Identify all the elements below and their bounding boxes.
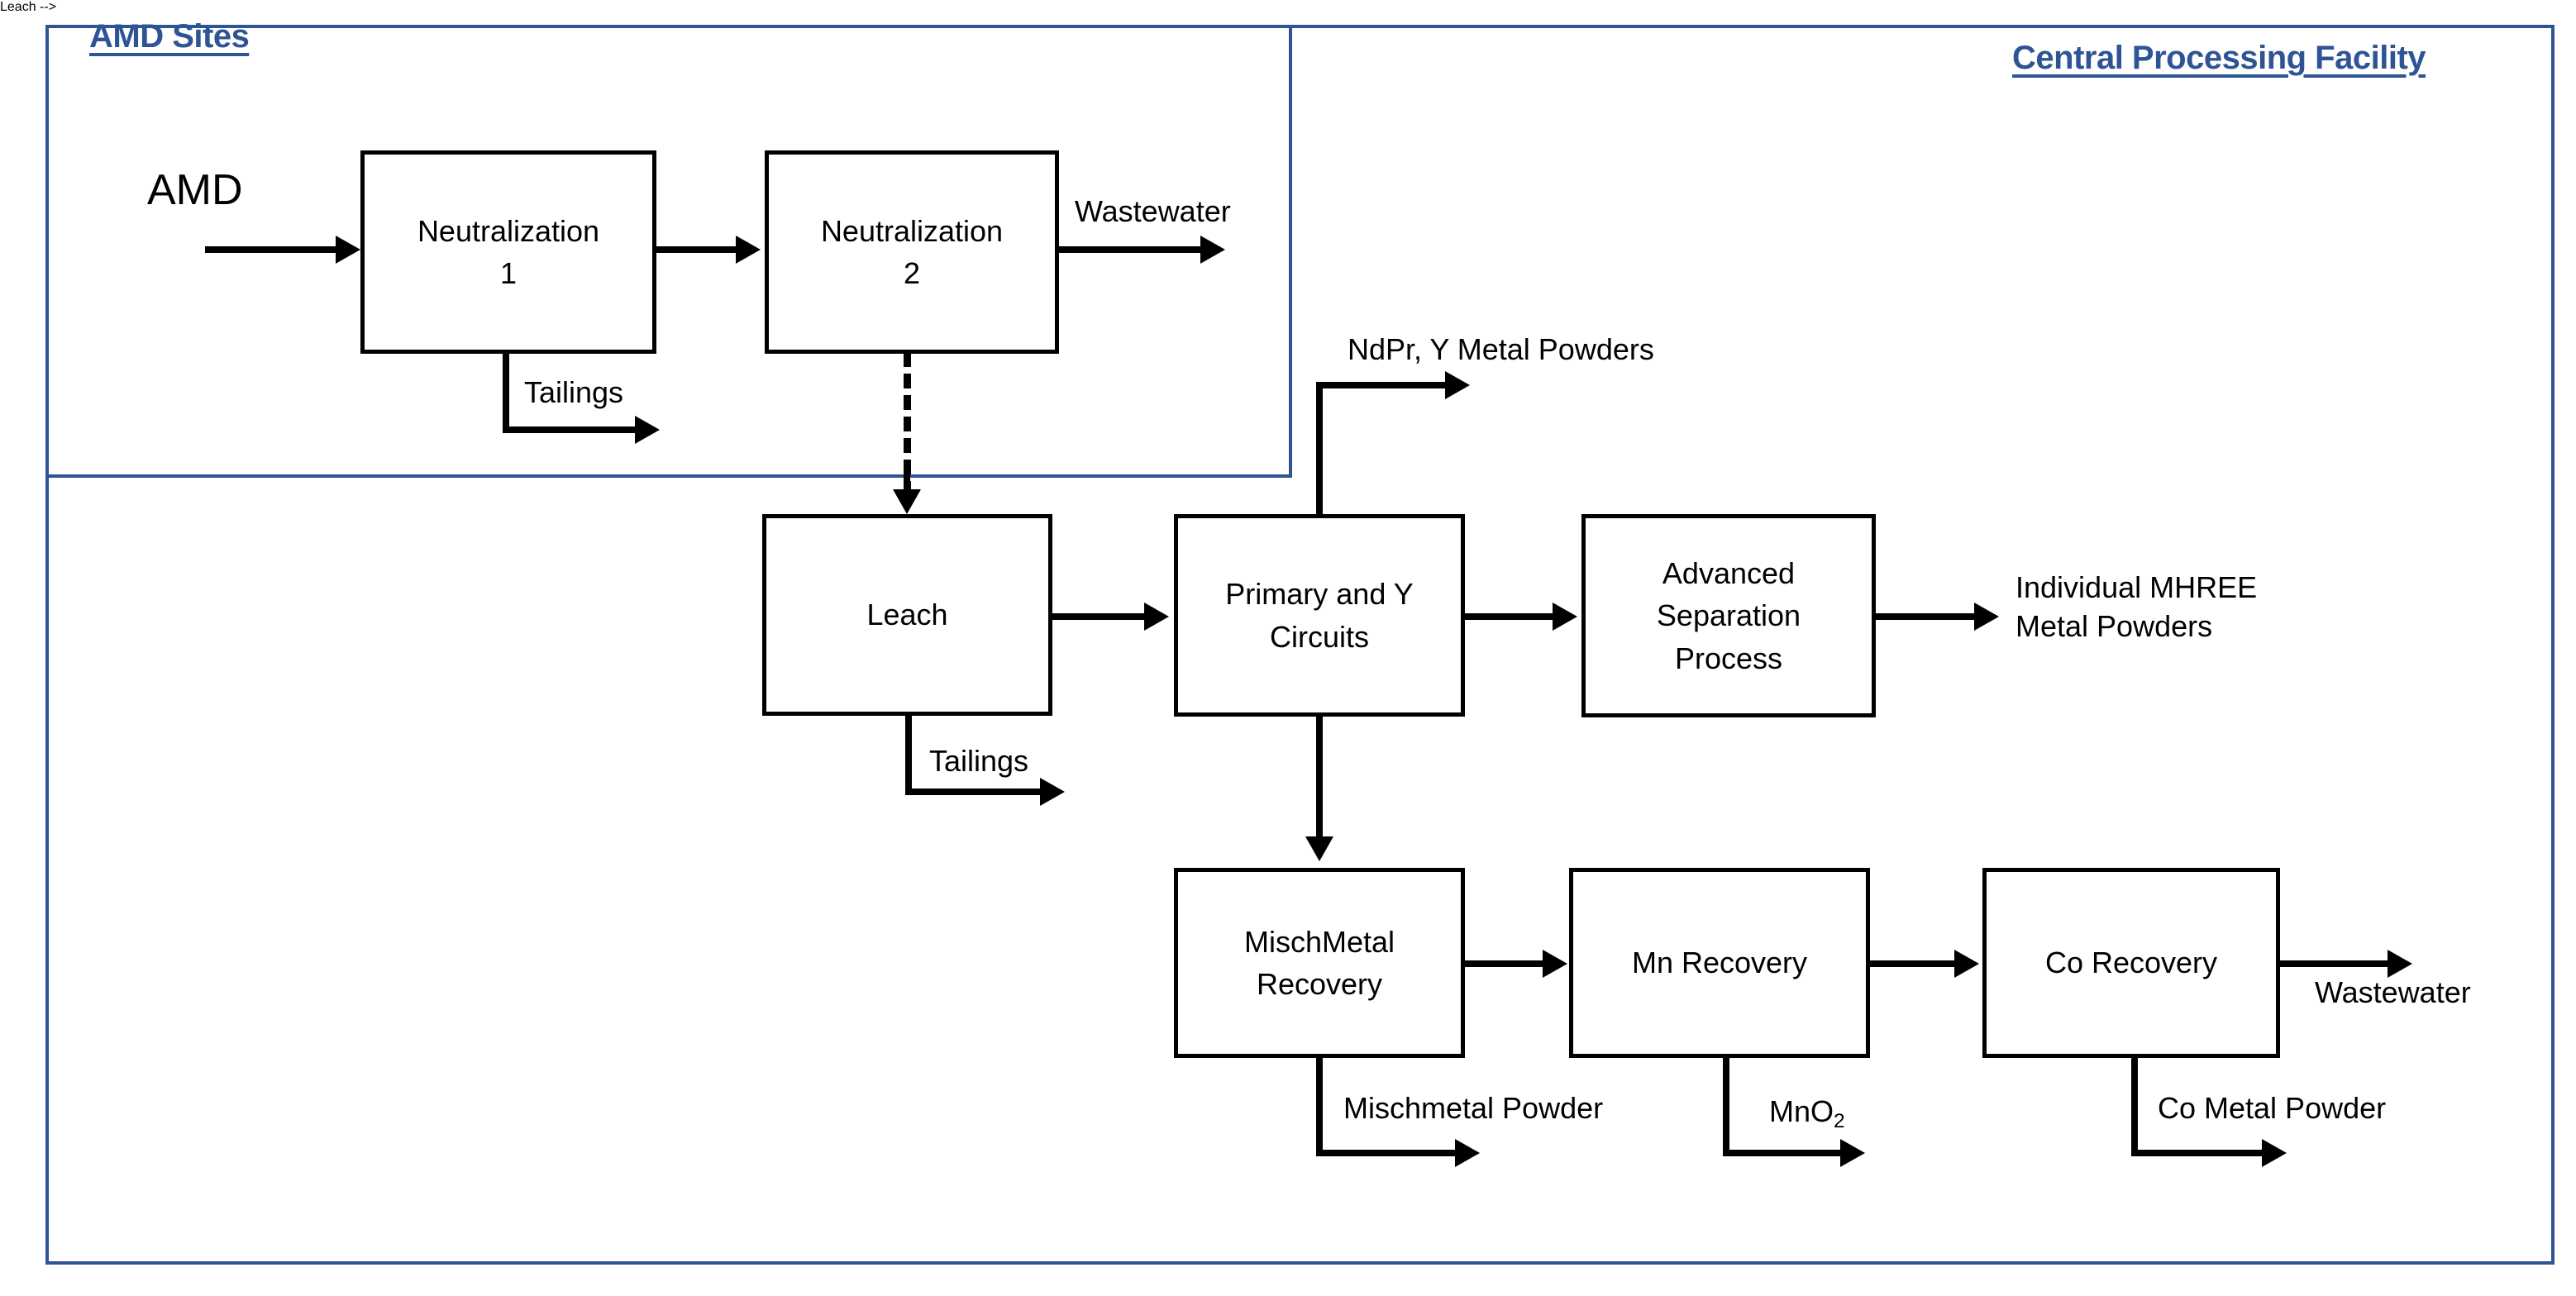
- zone-amd-sites: [45, 25, 1292, 478]
- zone-title-amd-sites: AMD Sites: [89, 18, 250, 55]
- connector-leach-tailings-horizontal: [905, 789, 1044, 795]
- connector-co-metal-powder-vertical: [2131, 1055, 2138, 1156]
- arrowhead-leach-tailings: [1040, 778, 1065, 806]
- connector-neutralization1-tailings-horizontal: [503, 426, 639, 433]
- connector-leach-to-primary-y-circuits: [1051, 613, 1147, 620]
- process-box-label: Mn Recovery: [1631, 946, 1808, 980]
- connector-primary-y-ndpr-horizontal: [1316, 382, 1448, 388]
- zone-central-processing-facility: [45, 25, 2555, 1265]
- connector-mischmetal-powder-vertical: [1316, 1055, 1323, 1156]
- process-box-label: Leach: [866, 598, 948, 632]
- arrowhead-amd-to-neutralization1: [336, 236, 360, 264]
- stream-label-mno2-subscript: 2: [1834, 1109, 1845, 1132]
- stream-label-wastewater-neutralization: Wastewater: [1075, 194, 1231, 228]
- connector-leach-tailings-vertical: [905, 712, 912, 795]
- connector-neutralization2-to-leach-solid: [904, 463, 910, 506]
- zone-title-central-processing-facility: Central Processing Facility: [2012, 40, 2426, 76]
- stream-label-mno2: MnO2: [1769, 1093, 1845, 1135]
- connector-mn-to-co-recovery: [1868, 960, 1958, 967]
- process-box-primary-y-circuits[interactable]: Primary and Y Circuits: [1174, 514, 1465, 717]
- process-box-co-recovery[interactable]: Co Recovery: [1982, 868, 2280, 1058]
- connector-primary-y-ndpr-vertical: [1316, 382, 1323, 517]
- stream-label-individual-mhree: Individual MHREE Metal Powders: [2015, 570, 2258, 643]
- process-box-mn-recovery[interactable]: Mn Recovery: [1569, 868, 1870, 1058]
- stream-label-ndpr-y-powders: NdPr, Y Metal Powders: [1348, 332, 1654, 366]
- connector-neutralization1-to-neutralization2: [656, 246, 737, 253]
- connector-mno2-vertical: [1723, 1055, 1729, 1156]
- connector-mischmetal-powder-horizontal: [1316, 1150, 1458, 1156]
- connector-amd-to-neutralization1: [205, 246, 339, 253]
- process-box-label: Advanced Separation Process: [1656, 556, 1801, 675]
- arrowhead-co-metal-powder: [2262, 1139, 2287, 1167]
- stream-label-tailings-leach: Tailings: [929, 744, 1029, 778]
- arrowhead-primary-y-to-advanced-separation: [1553, 603, 1577, 631]
- process-box-label: Neutralization 1: [417, 213, 600, 290]
- connector-primary-y-to-advanced-separation: [1463, 613, 1556, 620]
- connector-neutralization2-to-leach-dashed: [904, 352, 911, 496]
- connector-neutralization1-tailings-vertical: [503, 350, 509, 433]
- arrowhead-primary-y-ndpr: [1445, 371, 1470, 399]
- connector-neutralization2-to-wastewater: [1055, 246, 1204, 253]
- stream-label-tailings-neutralization: Tailings: [524, 375, 624, 409]
- arrowhead-neutralization2-to-leach: [893, 489, 921, 514]
- arrowhead-mischmetal-to-mn-recovery: [1543, 950, 1567, 978]
- arrowhead-primary-y-to-mischmetal: [1305, 836, 1333, 861]
- arrowhead-neutralization1-to-neutralization2: [736, 236, 761, 264]
- connector-co-metal-powder-horizontal: [2131, 1150, 2265, 1156]
- stream-label-amd-feed: AMD: [147, 166, 243, 214]
- stream-label-mno2-text: MnO: [1769, 1094, 1834, 1128]
- stream-label-co-metal-powder: Co Metal Powder: [2158, 1091, 2387, 1125]
- arrowhead-mischmetal-powder: [1455, 1139, 1480, 1167]
- arrowhead-leach-to-primary-y-circuits: [1144, 603, 1169, 631]
- connector-advanced-separation-to-mhree: [1873, 613, 1977, 620]
- connector-primary-y-to-mischmetal-vertical: [1316, 713, 1323, 841]
- process-box-neutralization-2[interactable]: Neutralization 2: [765, 150, 1059, 354]
- connector-mno2-horizontal: [1723, 1150, 1844, 1156]
- arrowhead-co-recovery-to-wastewater: [2388, 950, 2412, 978]
- process-box-label: MischMetal Recovery: [1243, 924, 1395, 1001]
- connector-co-recovery-to-wastewater: [2277, 960, 2391, 967]
- connector-mischmetal-to-mn-recovery: [1463, 960, 1546, 967]
- process-box-label: Co Recovery: [2044, 946, 2218, 980]
- process-box-neutralization-1[interactable]: Neutralization 1: [360, 150, 656, 354]
- stream-label-mischmetal-powder: Mischmetal Powder: [1343, 1091, 1604, 1125]
- arrowhead-neutralization1-tailings: [635, 416, 660, 444]
- process-box-leach[interactable]: Leach: [762, 514, 1052, 716]
- process-box-mischmetal-recovery[interactable]: MischMetal Recovery: [1174, 868, 1465, 1058]
- arrowhead-neutralization2-to-wastewater: [1200, 236, 1225, 264]
- process-box-label: Primary and Y Circuits: [1225, 577, 1414, 654]
- arrowhead-mn-to-co-recovery: [1954, 950, 1979, 978]
- process-box-advanced-separation-process[interactable]: Advanced Separation Process: [1581, 514, 1876, 717]
- arrowhead-mno2: [1840, 1139, 1865, 1167]
- stream-label-wastewater-co: Wastewater: [2315, 975, 2471, 1009]
- process-box-label: Neutralization 2: [820, 213, 1004, 290]
- arrowhead-advanced-separation-to-mhree: [1974, 603, 1999, 631]
